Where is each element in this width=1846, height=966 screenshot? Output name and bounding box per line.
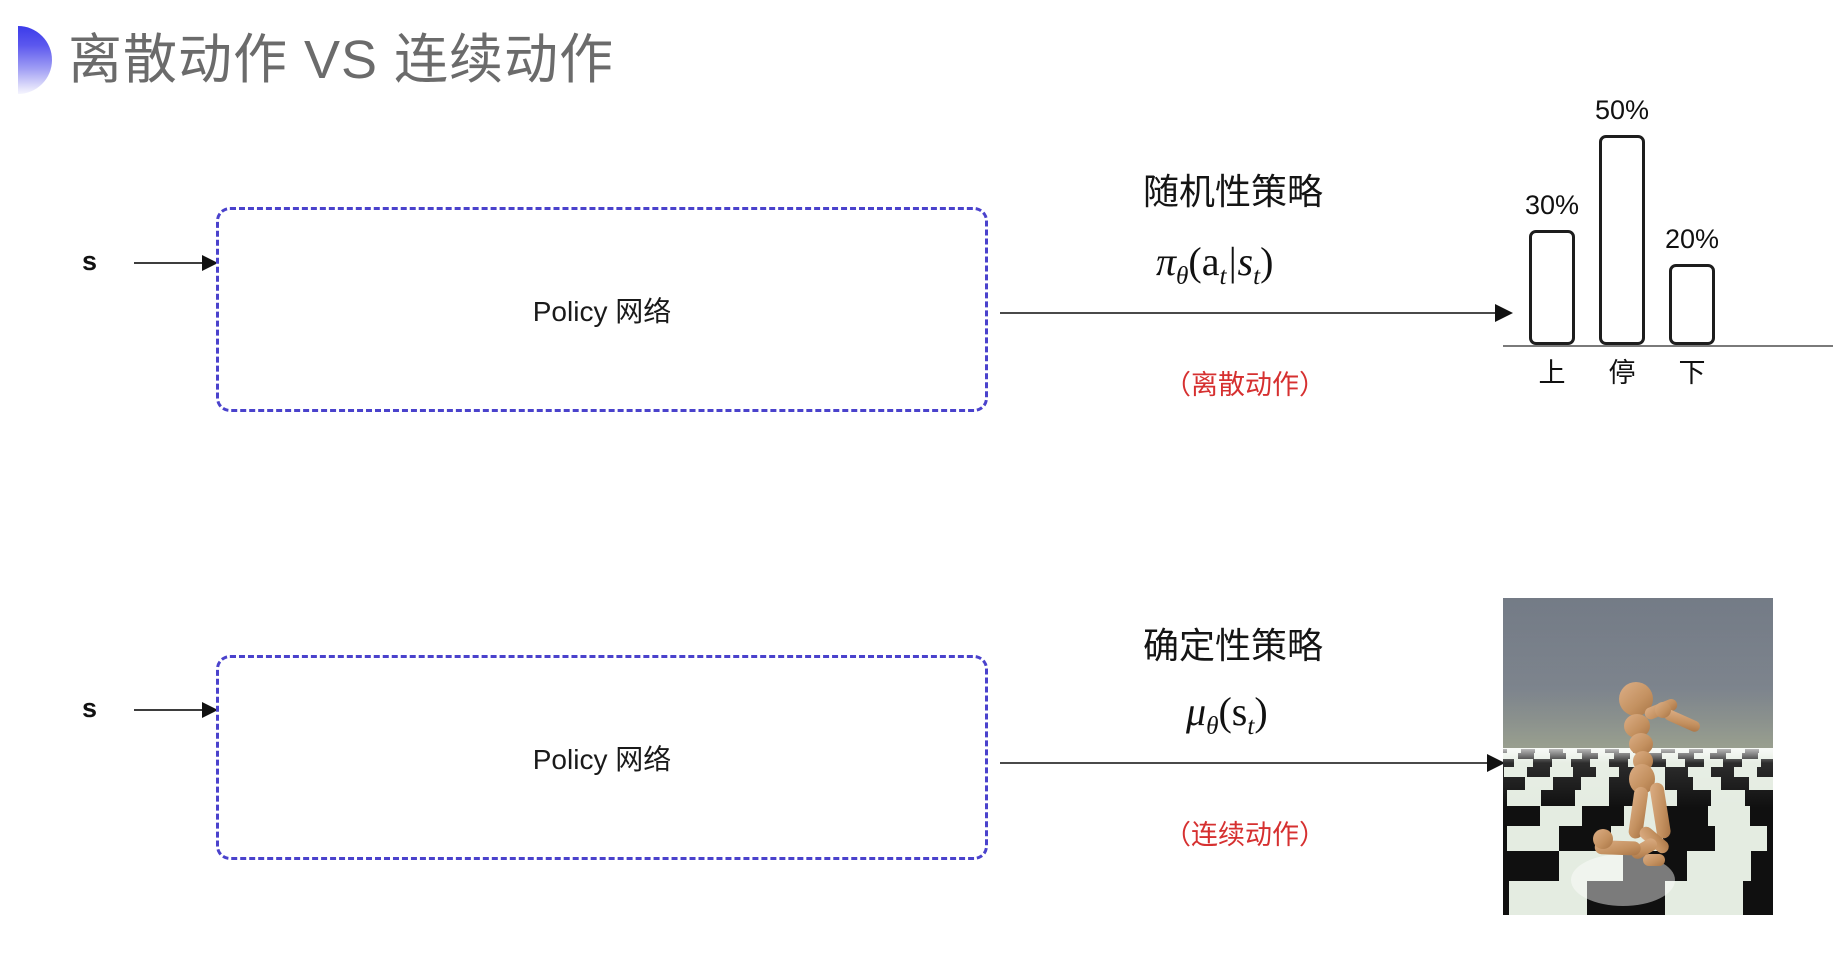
formula-theta-2: θ [1206, 713, 1219, 740]
page-title: 离散动作 VS 连续动作 [68, 30, 615, 90]
output-arrow-continuous [1000, 754, 1505, 772]
formula-open-paren-a: (a [1188, 239, 1220, 284]
policy-network-label-continuous: Policy 网络 [532, 743, 672, 775]
formula-mu: μ [1186, 689, 1207, 734]
humanoid-abdomen [1629, 733, 1653, 755]
humanoid-chest [1624, 714, 1650, 738]
action-kind-discrete: （离散动作） [1164, 370, 1326, 400]
formula-stochastic-policy: πθ(at|st) [1156, 238, 1273, 291]
policy-network-box-continuous[interactable]: Policy 网络 [216, 655, 988, 860]
sim-floor-and-figure [1503, 598, 1773, 915]
title-decoration-semicircle [18, 26, 52, 94]
humanoid-pelvis [1629, 764, 1655, 794]
bar-category-1: 停 [1608, 358, 1636, 388]
bar-value-0: 30% [1524, 190, 1580, 220]
formula-theta: θ [1176, 263, 1189, 290]
formula-sub-t-2: t [1253, 263, 1261, 290]
bar-rect-2[interactable] [1669, 264, 1715, 345]
policy-title-deterministic: 确定性策略 [1143, 625, 1324, 666]
humanoid-figure [1593, 682, 1700, 866]
policy-title-stochastic: 随机性策略 [1143, 171, 1324, 212]
state-label-continuous: s [82, 693, 98, 723]
input-arrow-continuous [134, 702, 218, 718]
bar-value-2: 20% [1664, 224, 1720, 254]
output-arrow-discrete [1000, 304, 1513, 322]
formula-open-paren-s: (s [1218, 689, 1248, 734]
bar-rect-1[interactable] [1599, 135, 1645, 345]
state-label-discrete: s [82, 246, 98, 276]
bar-category-0: 上 [1538, 358, 1566, 388]
bar-chart-axis [1503, 345, 1833, 347]
floor-reflection [1571, 854, 1675, 906]
humanoid-head [1619, 682, 1653, 716]
formula-bar-s: |s [1226, 239, 1254, 284]
bar-rect-0[interactable] [1529, 230, 1575, 345]
policy-network-label-discrete: Policy 网络 [532, 295, 672, 327]
action-kind-continuous: （连续动作） [1164, 820, 1326, 850]
humanoid-thigh-front [1650, 782, 1671, 839]
bar-value-1: 50% [1594, 95, 1650, 125]
action-probability-bar-chart: 30% 上 50% 停 20% 下 [1503, 95, 1833, 395]
formula-sub-t-3: t [1247, 713, 1255, 740]
humanoid-forearm [1664, 709, 1700, 732]
input-arrow-discrete [134, 255, 218, 271]
formula-deterministic-policy: μθ(st) [1186, 688, 1268, 741]
policy-network-box-discrete[interactable]: Policy 网络 [216, 207, 988, 412]
sim-vignette [1503, 598, 1773, 915]
humanoid-hand [1655, 702, 1671, 718]
formula-close-paren-2: ) [1254, 689, 1268, 734]
humanoid-thigh-back [1628, 786, 1648, 839]
humanoid-heel [1593, 829, 1613, 849]
humanoid-simulation-image [1503, 598, 1773, 915]
humanoid-foot-front [1643, 854, 1665, 866]
formula-close-paren: ) [1260, 239, 1274, 284]
formula-pi: π [1156, 239, 1177, 284]
bar-category-2: 下 [1678, 358, 1706, 388]
formula-sub-t-1: t [1219, 263, 1227, 290]
